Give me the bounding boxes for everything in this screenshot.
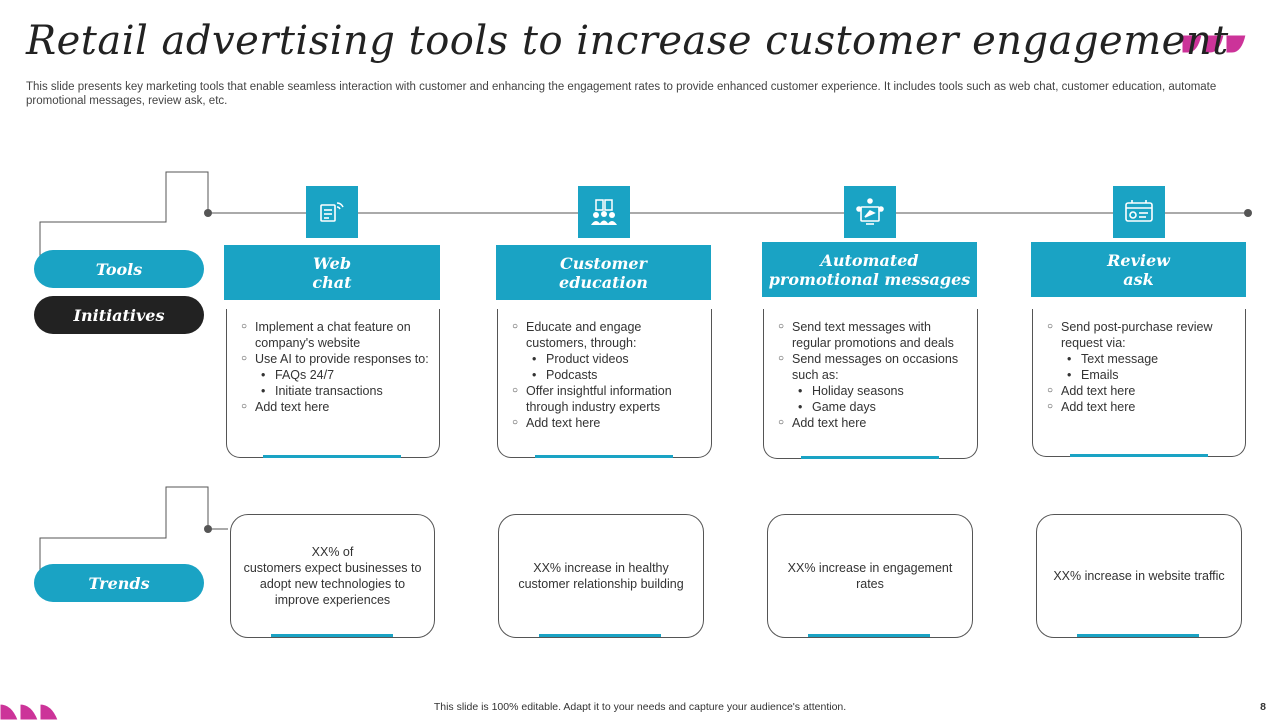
card-accent <box>535 455 673 458</box>
trend-text: XX% increase in website traffic <box>1053 569 1225 583</box>
list-item: Add text here <box>1047 383 1235 399</box>
tool-header-automated-promotional-messages: Automated promotional messages <box>762 242 977 297</box>
initiative-card-automated-promotional-messages: Send text messages with regular promotio… <box>763 309 978 459</box>
card-accent <box>539 634 661 637</box>
page-number: 8 <box>1260 701 1266 713</box>
list-item: Add text here <box>778 415 967 431</box>
initiatives-label: Initiatives <box>34 296 204 334</box>
card-accent <box>1077 634 1199 637</box>
footer-note: This slide is 100% editable. Adapt it to… <box>433 701 847 713</box>
list-item: Text message <box>1047 351 1235 367</box>
list-item: Offer insightful information through ind… <box>512 383 701 415</box>
trend-text: XX% of customers expect businesses to ad… <box>243 545 422 607</box>
list-item: Holiday seasons <box>778 383 967 399</box>
promotion-icon <box>844 186 896 238</box>
list-item: Educate and engage customers, through: <box>512 319 701 351</box>
list-item: Use AI to provide responses to: <box>241 351 429 367</box>
card-accent <box>801 456 939 459</box>
list-item: FAQs 24/7 <box>241 367 429 383</box>
tool-title-line: education <box>559 272 648 292</box>
brand-logo-top <box>1181 34 1247 54</box>
tools-label: Tools <box>34 250 204 288</box>
list-item: Send post-purchase review request via: <box>1047 319 1235 351</box>
list-item: Send messages on occasions such as: <box>778 351 967 383</box>
list-item: Podcasts <box>512 367 701 383</box>
tool-title-line: promotional messages <box>768 269 971 289</box>
initiative-card-web-chat: Implement a chat feature on company's we… <box>226 309 440 458</box>
list-item: Product videos <box>512 351 701 367</box>
trend-text: XX% increase in engagement rates <box>787 561 953 591</box>
card-accent <box>1070 454 1208 457</box>
tool-header-web-chat: Web chat <box>224 245 440 300</box>
list-item: Game days <box>778 399 967 415</box>
list-item: Send text messages with regular promotio… <box>778 319 967 351</box>
initiative-card-review-ask: Send post-purchase review request via: T… <box>1032 309 1246 457</box>
list-item: Add text here <box>241 399 429 415</box>
card-accent <box>808 634 930 637</box>
trend-card-customer-education: XX% increase in healthy customer relatio… <box>498 514 704 638</box>
tool-title-line: Customer <box>560 253 647 273</box>
card-accent <box>271 634 393 637</box>
trend-text: XX% increase in healthy customer relatio… <box>518 561 684 591</box>
tool-title-line: chat <box>312 272 352 292</box>
tool-title-line: Automated <box>820 250 919 270</box>
page-title: Retail advertising tools to increase cus… <box>26 18 1229 64</box>
tool-header-customer-education: Customer education <box>496 245 711 300</box>
page-subtitle: This slide presents key marketing tools … <box>26 81 1217 107</box>
list-item: Add text here <box>512 415 701 431</box>
trend-card-web-chat: XX% of customers expect businesses to ad… <box>230 514 435 638</box>
list-item: Emails <box>1047 367 1235 383</box>
list-item: Add text here <box>1047 399 1235 415</box>
tool-header-review-ask: Review ask <box>1031 242 1246 297</box>
list-item: Implement a chat feature on company's we… <box>241 319 429 351</box>
trend-card-automated-promotional-messages: XX% increase in engagement rates <box>767 514 973 638</box>
trend-card-review-ask: XX% increase in website traffic <box>1036 514 1242 638</box>
card-accent <box>263 455 401 458</box>
tool-title-line: ask <box>1123 269 1154 289</box>
tool-title-line: Web <box>312 253 352 273</box>
chat-support-icon <box>306 186 358 238</box>
list-item: Initiate transactions <box>241 383 429 399</box>
tool-title-line: Review <box>1107 250 1170 270</box>
education-icon <box>578 186 630 238</box>
review-icon <box>1113 186 1165 238</box>
initiative-card-customer-education: Educate and engage customers, through: P… <box>497 309 712 458</box>
trends-label: Trends <box>34 564 204 602</box>
